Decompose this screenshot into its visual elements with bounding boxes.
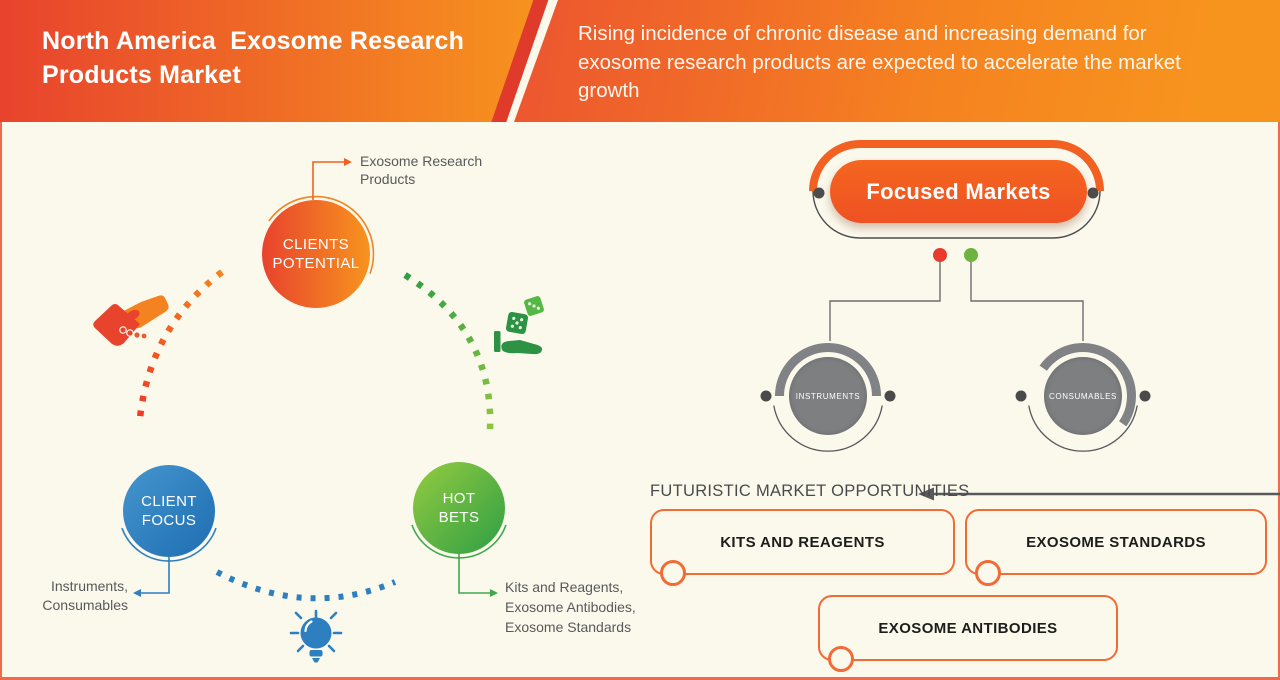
- hot-bets-circle: HOT BETS: [413, 462, 505, 554]
- client-focus-callout-line: [133, 557, 170, 597]
- diagram-linework: [93, 140, 1280, 663]
- client-focus-label: CLIENT FOCUS: [141, 493, 197, 529]
- connector-instruments: [829, 262, 941, 341]
- hot-bets-callout: Kits and Reagents, Exosome Antibodies, E…: [505, 579, 636, 635]
- header-gradient-right: [514, 0, 1280, 122]
- focused-markets-pill: Focused Markets: [830, 160, 1087, 223]
- clients-potential-callout: Exosome Research Products: [360, 153, 483, 187]
- connector-consumables: [970, 262, 1084, 341]
- clients-potential-ring-arc: [268, 195, 375, 274]
- orange-dotted-arc: [136, 269, 224, 419]
- focused-markets-ring: [809, 140, 1104, 239]
- instruments-node-rings: [760, 343, 896, 452]
- instruments-node: INSTRUMENTS: [789, 357, 867, 435]
- handshake-icon: [93, 295, 169, 346]
- red-dot: [933, 248, 947, 262]
- opportunities-arrow: [918, 487, 1280, 501]
- header-gradient-left: [0, 0, 545, 122]
- blue-dotted-arc: [215, 569, 397, 602]
- opportunity-box-exosome-standards: EXOSOME STANDARDS: [965, 509, 1267, 586]
- page-subtitle: Rising incidence of chronic disease and …: [578, 22, 1181, 102]
- client-focus-circle: CLIENT FOCUS: [123, 465, 215, 557]
- hot-bets-label: HOT BETS: [438, 490, 480, 526]
- opportunities-heading: FUTURISTIC MARKET OPPORTUNITIES: [650, 482, 970, 500]
- opportunity-box-exosome-antibodies: EXOSOME ANTIBODIES: [818, 595, 1118, 672]
- opportunity-box-kits-and-reagents: KITS AND REAGENTS: [650, 509, 955, 586]
- lightbulb-icon: [289, 609, 343, 663]
- header-banner: North America Exosome Research Products …: [0, 0, 1280, 122]
- green-dot: [964, 248, 978, 262]
- clients-potential-callout-line: [312, 158, 352, 200]
- hot-bets-callout-line: [458, 554, 498, 597]
- page-title: North America Exosome Research Products …: [42, 27, 465, 89]
- client-focus-callout: Instruments, Consumables: [42, 578, 128, 613]
- hand-with-dice-icon: [494, 296, 544, 355]
- clients-potential-label: CLIENTS POTENTIAL: [272, 236, 360, 272]
- clients-potential-circle: CLIENTS POTENTIAL: [262, 200, 370, 308]
- consumables-node: CONSUMABLES: [1044, 357, 1122, 435]
- green-dotted-arc: [403, 272, 494, 431]
- consumables-node-rings: [1015, 343, 1151, 452]
